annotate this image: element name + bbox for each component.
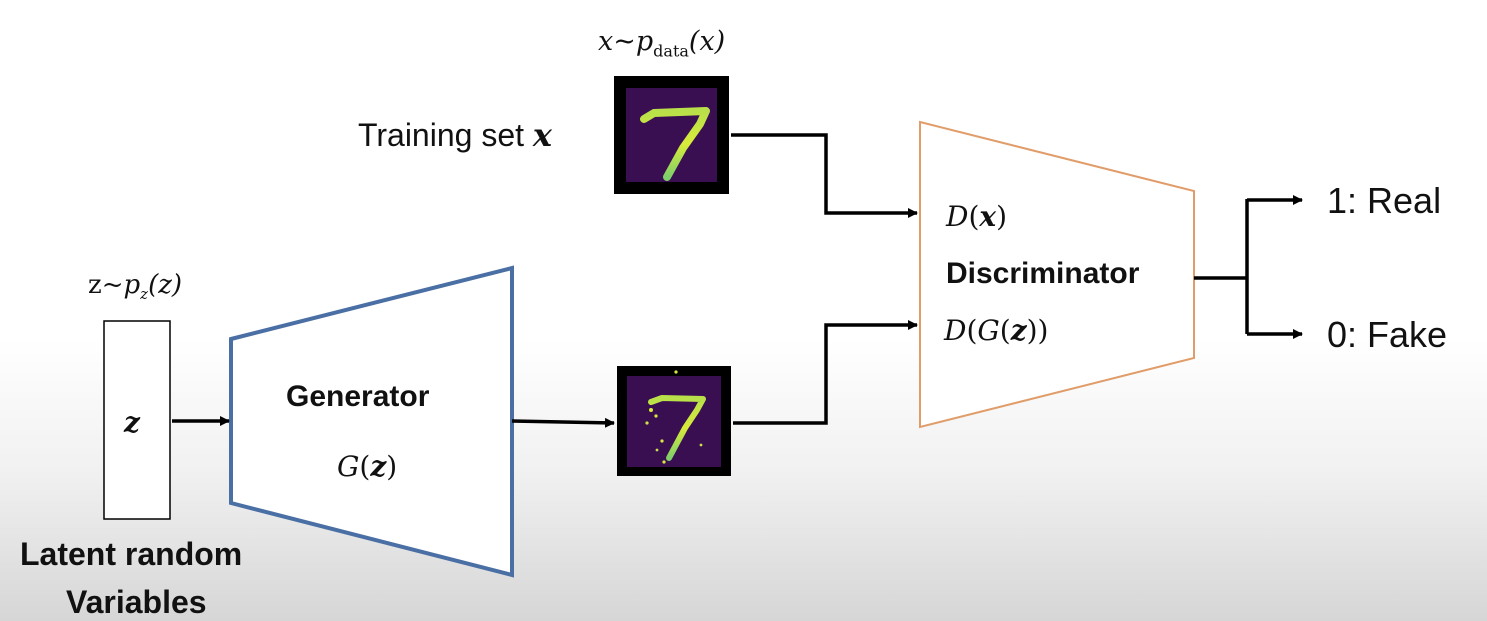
- output-fake-label: 0: Fake: [1327, 314, 1448, 355]
- connector-fake-to-discriminator: [733, 320, 918, 425]
- training-set-label: Training set x: [358, 116, 552, 154]
- generator-block: [229, 265, 514, 578]
- generated-sample-image: [617, 366, 731, 476]
- discriminator-title: Discriminator: [946, 257, 1140, 290]
- generator-title: Generator: [286, 380, 430, 413]
- discriminator-block: [919, 120, 1195, 429]
- connector-real-to-discriminator: [731, 133, 918, 218]
- discriminator-input-fake: D(G(z)): [944, 314, 1049, 347]
- latent-caption-line2: Variables: [66, 584, 207, 620]
- generator-formula: G(z): [337, 450, 398, 483]
- discriminator-input-real: D(x): [946, 200, 1008, 233]
- data-distribution-label: x~pdata(x): [598, 26, 726, 61]
- arrow-generator-to-sample: [511, 417, 615, 428]
- latent-z-box: [103, 320, 171, 520]
- latent-z-symbol: z: [124, 406, 140, 439]
- latent-caption-line1: Latent random: [20, 536, 243, 572]
- real-sample-image: [614, 76, 729, 194]
- output-real-label: 1: Real: [1327, 180, 1442, 221]
- latent-distribution-label: z~pz(z): [88, 270, 183, 304]
